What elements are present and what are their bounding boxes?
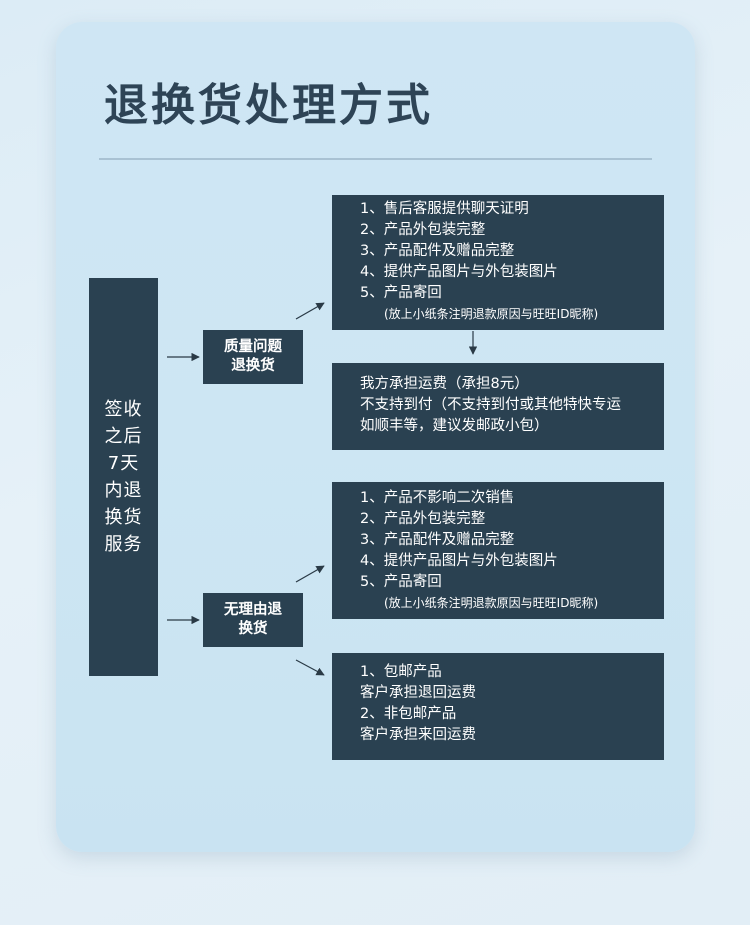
requirement-line: 5、产品寄回 [360,574,442,590]
quality-issue-label: 质量问题退换货 [224,339,282,374]
arrow-quality-to-requirements [295,302,325,320]
shipping-line: 1、包邮产品 [360,664,442,680]
no-reason-label: 无理由退换货 [224,602,282,637]
requirement-line: 3、产品配件及赠品完整 [360,243,515,259]
requirement-line: 2、产品外包装完整 [360,222,486,238]
requirement-line: 4、提供产品图片与外包装图片 [360,553,558,569]
quality-requirements-box: 1、售后客服提供聊天证明 2、产品外包装完整 3、产品配件及赠品完整 4、提供产… [332,195,664,330]
requirement-note: (放上小纸条注明退款原因与旺旺ID昵称) [384,596,599,610]
shipping-line: 如顺丰等，建议发邮政小包） [360,418,549,434]
shipping-line: 客户承担来回运费 [360,727,476,743]
quality-shipping-box: 我方承担运费（承担8元） 不支持到付（不支持到付或其他特快专运 如顺丰等，建议发… [332,363,664,450]
no-reason-requirements-box: 1、产品不影响二次销售 2、产品外包装完整 3、产品配件及赠品完整 4、提供产品… [332,482,664,619]
title-divider [99,158,652,160]
arrow-noreason-to-requirements [295,565,325,583]
requirement-line: 4、提供产品图片与外包装图片 [360,264,558,280]
shipping-line: 不支持到付（不支持到付或其他特快专运 [360,397,621,413]
main-service-text: 签收之后7天内退换货服务 [104,399,143,555]
arrow-noreason-to-shipping [295,659,325,676]
requirement-line: 3、产品配件及赠品完整 [360,532,515,548]
shipping-line: 客户承担退回运费 [360,685,476,701]
requirement-line: 1、产品不影响二次销售 [360,490,515,506]
page-title: 退换货处理方式 [104,80,433,131]
shipping-line: 2、非包邮产品 [360,706,457,722]
requirement-line: 5、产品寄回 [360,285,442,301]
shipping-line: 我方承担运费（承担8元） [360,376,529,392]
requirement-line: 1、售后客服提供聊天证明 [360,201,529,217]
no-reason-box: 无理由退换货 [203,593,303,647]
requirement-line: 2、产品外包装完整 [360,511,486,527]
no-reason-shipping-box: 1、包邮产品 客户承担退回运费 2、非包邮产品 客户承担来回运费 [332,653,664,760]
quality-issue-box: 质量问题退换货 [203,330,303,384]
main-service-box: 签收之后7天内退换货服务 [89,278,158,676]
requirement-note: (放上小纸条注明退款原因与旺旺ID昵称) [384,307,599,321]
